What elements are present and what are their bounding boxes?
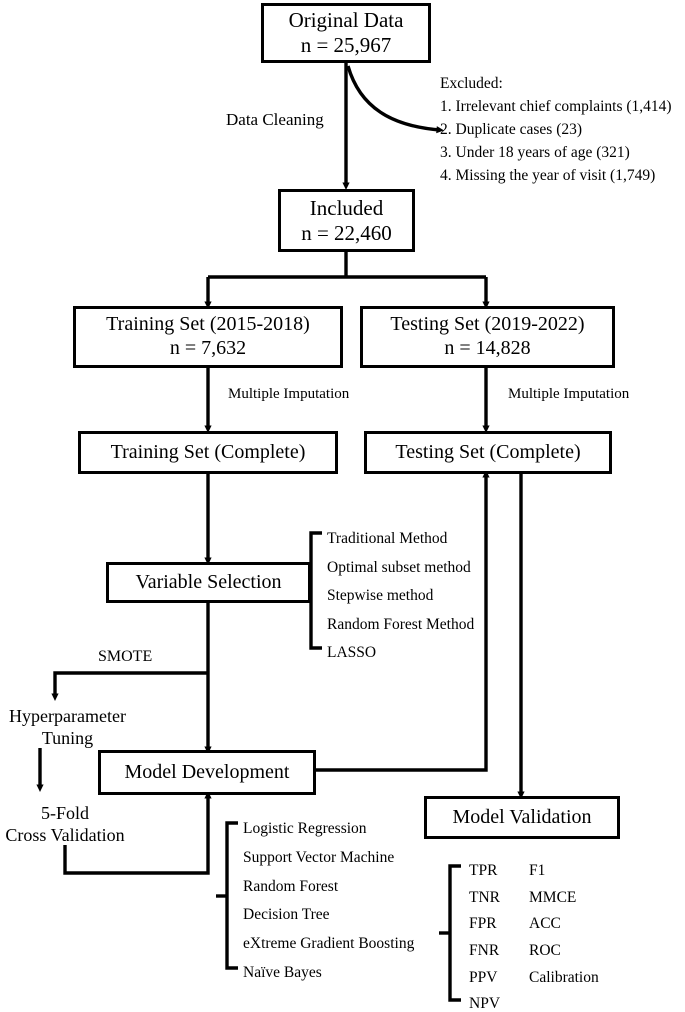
variable-selection-method-list: Traditional Method Optimal subset method…	[327, 525, 474, 668]
side-step-crossval-line2: Cross Validation	[5, 824, 125, 845]
metric-right-1: F1	[529, 862, 546, 879]
node-testing-set-line2: n = 14,828	[444, 337, 531, 359]
metric-right-2: MMCE	[529, 888, 577, 906]
algorithm-6: Naïve Bayes	[243, 964, 322, 982]
algorithm-4: Decision Tree	[243, 906, 330, 924]
metric-right-4: ROC	[529, 941, 561, 959]
node-training-set-complete-line1: Training Set (Complete)	[110, 440, 306, 463]
node-testing-set-line1: Testing Set (2019-2022)	[390, 313, 585, 336]
node-testing-set-complete-line1: Testing Set (Complete)	[395, 440, 581, 463]
node-testing-set[interactable]: Testing Set (2019-2022) n = 14,828	[360, 306, 615, 368]
node-variable-selection[interactable]: Variable Selection	[106, 562, 311, 603]
metric-list: TPR F1 TNR MMCE FPR ACC FNR ROC PPV Cali…	[469, 858, 599, 1012]
node-training-set[interactable]: Training Set (2015-2018) n = 7,632	[73, 306, 343, 368]
side-step-crossval-line1: 5-Fold	[40, 803, 89, 823]
node-included-line2: n = 22,460	[301, 220, 392, 245]
metric-right-5: Calibration	[529, 968, 599, 986]
excluded-heading: Excluded:	[440, 75, 503, 92]
variable-selection-method-5: LASSO	[327, 644, 377, 662]
variable-selection-method-2: Optimal subset method	[327, 558, 471, 576]
algorithm-2: Support Vector Machine	[243, 848, 395, 866]
metric-row: PPV Calibration	[469, 965, 599, 992]
algorithm-3: Random Forest	[243, 877, 339, 895]
side-step-hyperparameter-tuning: Hyperparameter Tuning	[0, 706, 135, 750]
node-included[interactable]: Included n = 22,460	[278, 189, 415, 252]
variable-selection-method-4: Random Forest Method	[327, 615, 475, 633]
bracket-metrics	[448, 864, 461, 1002]
node-training-set-line2: n = 7,632	[169, 337, 247, 359]
metric-row: TPR F1	[469, 858, 599, 885]
metric-row: NPV	[469, 991, 599, 1012]
bracket-variable-selection	[309, 531, 322, 650]
side-step-hyperparameter-line1: Hyperparameter	[9, 706, 126, 726]
excluded-item-1: 1. Irrelevant chief complaints (1,414)	[440, 97, 672, 115]
excluded-list: Excluded: 1. Irrelevant chief complaints…	[440, 73, 672, 188]
variable-selection-method-1: Traditional Method	[327, 530, 448, 547]
edge-label-data-cleaning: Data Cleaning	[226, 110, 324, 129]
metric-row: TNR MMCE	[469, 885, 599, 912]
node-original-data-line1: Original Data	[288, 8, 404, 33]
variable-selection-method-3: Stepwise method	[327, 587, 434, 605]
edge-label-multiple-imputation-left: Multiple Imputation	[228, 386, 350, 402]
algorithm-1: Logistic Regression	[243, 820, 367, 837]
node-model-development-line1: Model Development	[124, 760, 290, 783]
side-step-cross-validation: 5-Fold Cross Validation	[0, 803, 130, 847]
node-training-set-line1: Training Set (2015-2018)	[106, 313, 310, 336]
node-original-data[interactable]: Original Data n = 25,967	[261, 3, 431, 63]
node-model-validation-line1: Model Validation	[452, 805, 592, 828]
edge-label-multiple-imputation-right: Multiple Imputation	[508, 386, 630, 402]
bracket-algorithms	[225, 821, 238, 970]
excluded-item-2: 2. Duplicate cases (23)	[440, 120, 583, 138]
node-testing-set-complete[interactable]: Testing Set (Complete)	[364, 431, 612, 474]
node-included-line1: Included	[309, 195, 384, 220]
metric-left-1: TPR	[469, 862, 498, 879]
metric-left-6: NPV	[469, 995, 501, 1012]
node-training-set-complete[interactable]: Training Set (Complete)	[78, 431, 338, 474]
edge-label-smote: SMOTE	[98, 648, 153, 665]
connector-smote-branch	[51, 671, 208, 701]
excluded-item-4: 4. Missing the year of visit (1,749)	[440, 166, 656, 184]
algorithm-5: eXtreme Gradient Boosting	[243, 935, 415, 953]
metric-left-2: TNR	[469, 888, 500, 906]
side-step-hyperparameter-line2: Tuning	[41, 727, 94, 748]
node-original-data-line2: n = 25,967	[300, 33, 392, 57]
connector-excluded-curve	[346, 65, 444, 134]
metric-row: FNR ROC	[469, 938, 599, 965]
metric-left-3: FPR	[469, 915, 497, 933]
metric-left-4: FNR	[469, 941, 500, 959]
node-model-development[interactable]: Model Development	[98, 750, 316, 795]
algorithm-list: Logistic Regression Support Vector Machi…	[243, 815, 414, 988]
metric-right-3: ACC	[529, 915, 561, 933]
metric-left-5: PPV	[469, 968, 498, 986]
excluded-item-3: 3. Under 18 years of age (321)	[440, 143, 630, 161]
node-model-validation[interactable]: Model Validation	[424, 796, 620, 839]
metric-row: FPR ACC	[469, 911, 599, 938]
node-variable-selection-line1: Variable Selection	[135, 570, 282, 593]
